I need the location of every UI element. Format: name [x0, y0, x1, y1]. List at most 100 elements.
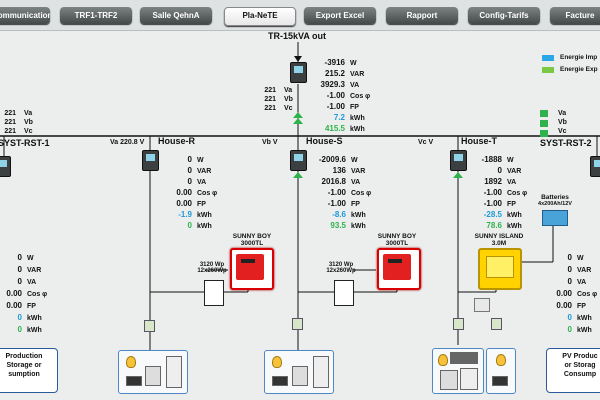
house-r-meter-icon[interactable]	[142, 150, 159, 171]
reading-row: 0 kWh	[152, 215, 212, 233]
reading-value: 0	[567, 253, 572, 262]
transformer-meter-icon[interactable]	[290, 62, 307, 83]
reading-unit: W	[507, 157, 514, 164]
house-s-meter-icon[interactable]	[290, 150, 307, 171]
legend-import-swatch	[542, 55, 554, 61]
tab-config-tarifs[interactable]: Config-Tarifs	[468, 7, 540, 24]
house-t-meter-icon[interactable]	[450, 150, 467, 171]
tab-trf1-trf2[interactable]: TRF1-TRF2	[60, 7, 132, 24]
phase-voltage-label: Vc	[24, 128, 33, 135]
reading-value: 0	[567, 277, 572, 286]
fridge-icon	[313, 356, 329, 388]
house-r-inverter[interactable]	[230, 248, 274, 290]
reading-value: -2009.6	[318, 155, 346, 164]
reading-value: 2016.8	[321, 177, 346, 186]
syst2-footer-box[interactable]: PV Produc or Storag Consump	[546, 348, 600, 393]
reading-unit: kWh	[27, 327, 42, 334]
dishwasher-icon	[460, 368, 478, 390]
reading-value: 0	[187, 177, 192, 186]
phase-voltage-value: 221	[264, 87, 276, 94]
syst1-footer-box[interactable]: Production Storage or sumption	[0, 348, 58, 393]
reading-value: 7.2	[333, 113, 345, 122]
house-t-critical-breaker-icon[interactable]	[491, 318, 502, 330]
bulb-icon	[272, 356, 282, 368]
reading-value: 215.2	[324, 69, 345, 78]
reading-unit: W	[197, 157, 204, 164]
phase-voltage-value: 221	[264, 96, 276, 103]
tab-bar: Communication TRF1-TRF2 Salle QehnA Pla-…	[0, 0, 600, 31]
phase-voltage-label: Vb	[558, 119, 567, 126]
house-s-inverter[interactable]	[377, 248, 421, 290]
tab-facture[interactable]: Facture	[550, 7, 600, 24]
syst1-footer-line2: Storage or	[6, 362, 42, 369]
tab-export-excel[interactable]: Export Excel	[304, 7, 376, 24]
reading-value: 0.00	[176, 188, 192, 197]
reading-value: 0.00	[6, 301, 22, 310]
reading-unit: kWh	[507, 223, 522, 230]
reading-unit: kWh	[197, 212, 212, 219]
reading-unit: kWh	[350, 115, 365, 122]
tab-salle-qehna[interactable]: Salle QehnA	[140, 7, 212, 24]
reading-value: 0.00	[556, 289, 572, 298]
house-r-title: House-R	[158, 136, 196, 146]
reading-value: 0	[187, 221, 192, 230]
reading-value: 136	[332, 166, 346, 175]
house-t-inverter[interactable]	[478, 248, 522, 290]
house-t-breaker-icon[interactable]	[453, 318, 464, 330]
reading-value: 0.00	[6, 289, 22, 298]
reading-unit: VA	[350, 82, 360, 89]
legend-export-label: Energie Exp	[560, 66, 598, 73]
reading-value: 0	[17, 253, 22, 262]
phase-voltage-value: 221	[4, 128, 16, 135]
reading-value: 0	[17, 325, 22, 334]
house-t-volt-readout: Vc V	[418, 139, 434, 146]
reading-unit: Cos φ	[351, 190, 372, 197]
house-r-breaker-icon[interactable]	[144, 320, 155, 332]
house-r-pv-panel-icon[interactable]	[204, 280, 224, 306]
syst2-meter-icon[interactable]	[590, 156, 600, 177]
reading-unit: kWh	[351, 212, 366, 219]
reading-value: -1.00	[327, 199, 346, 208]
tab-communication[interactable]: Communication	[0, 7, 50, 24]
legend-export-swatch	[542, 67, 554, 73]
phase-indicator-c	[540, 130, 548, 137]
house-s-pv-panel-icon[interactable]	[334, 280, 354, 306]
house-s-volt-readout: Vb V	[262, 139, 278, 146]
reading-unit: kWh	[507, 212, 522, 219]
export-arrow-icon	[293, 172, 303, 178]
tv-icon	[126, 376, 142, 386]
reading-value: 0	[17, 313, 22, 322]
transfer-switch-icon[interactable]	[474, 298, 490, 312]
reading-value: -1888	[481, 155, 502, 164]
bulb-icon	[496, 354, 506, 366]
tab-rapport[interactable]: Rapport	[386, 7, 458, 24]
syst1-meter-icon[interactable]	[0, 156, 11, 177]
battery-bank-icon[interactable]	[542, 210, 568, 226]
tab-pla-nete[interactable]: Pla-NeTE	[224, 7, 296, 26]
house-s-breaker-icon[interactable]	[292, 318, 303, 330]
